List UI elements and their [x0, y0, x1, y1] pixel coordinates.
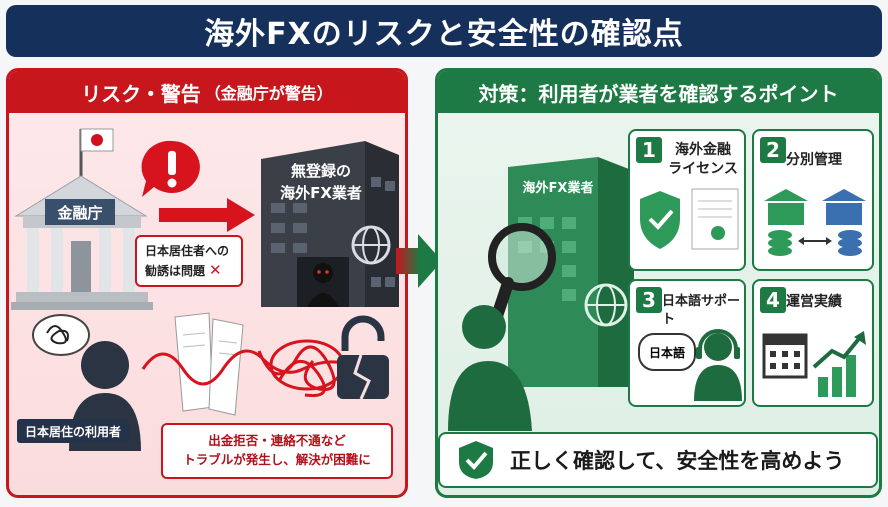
solicitation-line-1: 日本居住者への [145, 244, 230, 258]
card-number-2: 2 [760, 137, 786, 163]
fx-building-label: 海外FX業者 [522, 181, 594, 196]
measures-panel-header: 対策：利用者が業者を確認するポイント [438, 71, 879, 113]
risk-header-main: リスク・警告 [81, 81, 201, 106]
regulator-sign: 金融庁 [45, 199, 115, 225]
unregistered-line-1: 無登録の [290, 162, 351, 180]
license-title-line-1: 海外金融 [675, 142, 731, 158]
unregistered-building-icon [261, 141, 399, 307]
headset-operator-icon [694, 329, 742, 401]
risk-header-sub: （金融庁が警告） [204, 84, 333, 103]
trouble-warning-box: 出金拒否・連絡不通など トラブルが発生し、解決が困難に [161, 423, 393, 479]
cross-icon: ✕ [209, 261, 222, 280]
segregated-banks-icon [764, 189, 866, 256]
tangled-thread-icon [141, 339, 345, 398]
unregistered-building-label: 無登録の 海外FX業者 [271, 161, 371, 205]
card-title-japanese-support: 日本語サポート [662, 294, 741, 327]
warning-arrow-icon [159, 198, 255, 232]
japanese-speech-bubble: 日本語 [638, 333, 696, 371]
check-card-track-record: 4 運営実績 [752, 279, 874, 407]
inspector-magnifier-icon [448, 223, 556, 431]
risk-panel: リスク・警告 （金融庁が警告） 金融庁 日本居住者への 勧誘は問題 ✕ [6, 68, 408, 498]
check-card-segregation: 2 分別管理 [752, 129, 874, 271]
warning-icon [141, 140, 200, 197]
torn-contract-icon [174, 312, 244, 416]
risk-panel-header: リスク・警告 （金融庁が警告） [9, 71, 405, 113]
card-number-4: 4 [760, 287, 786, 313]
measures-panel: 対策：利用者が業者を確認するポイント 海外FX業者 1 海外金融 ライセンス [435, 68, 882, 498]
license-title-line-2: ライセンス [668, 160, 738, 177]
transition-arrow-icon [396, 234, 442, 288]
check-card-license: 1 海外金融 ライセンス [628, 129, 746, 271]
card-number-3: 3 [636, 287, 662, 313]
card-title-track-record: 運営実績 [786, 294, 842, 310]
broken-lock-icon [337, 315, 389, 400]
card-title-license: 海外金融 ライセンス [658, 141, 748, 179]
card-title-segregation: 分別管理 [786, 152, 842, 168]
safety-message-text: 正しく確認して、安全性を高めよう [510, 449, 845, 473]
page-title: 海外FXのリスクと安全性の確認点 [6, 5, 882, 57]
safety-message-bar: 正しく確認して、安全性を高めよう [438, 432, 878, 488]
check-shield-icon [459, 441, 493, 479]
solicitation-warning-box: 日本居住者への 勧誘は問題 ✕ [135, 235, 243, 287]
unregistered-line-2: 海外FX業者 [280, 183, 362, 202]
trouble-illustration [141, 312, 389, 416]
calendar-growth-icon [762, 331, 866, 397]
license-shield-certificate-icon [640, 188, 739, 250]
trouble-line-1: 出金拒否・連絡不通など [208, 433, 346, 448]
check-card-japanese-support: 3 日本語サポート 日本語 [628, 279, 746, 407]
card-number-1: 1 [636, 137, 662, 163]
trouble-line-2: トラブルが発生し、解決が困難に [183, 451, 371, 467]
solicitation-line-2: 勧誘は問題 [145, 263, 206, 278]
user-label: 日本居住の利用者 [17, 419, 129, 443]
